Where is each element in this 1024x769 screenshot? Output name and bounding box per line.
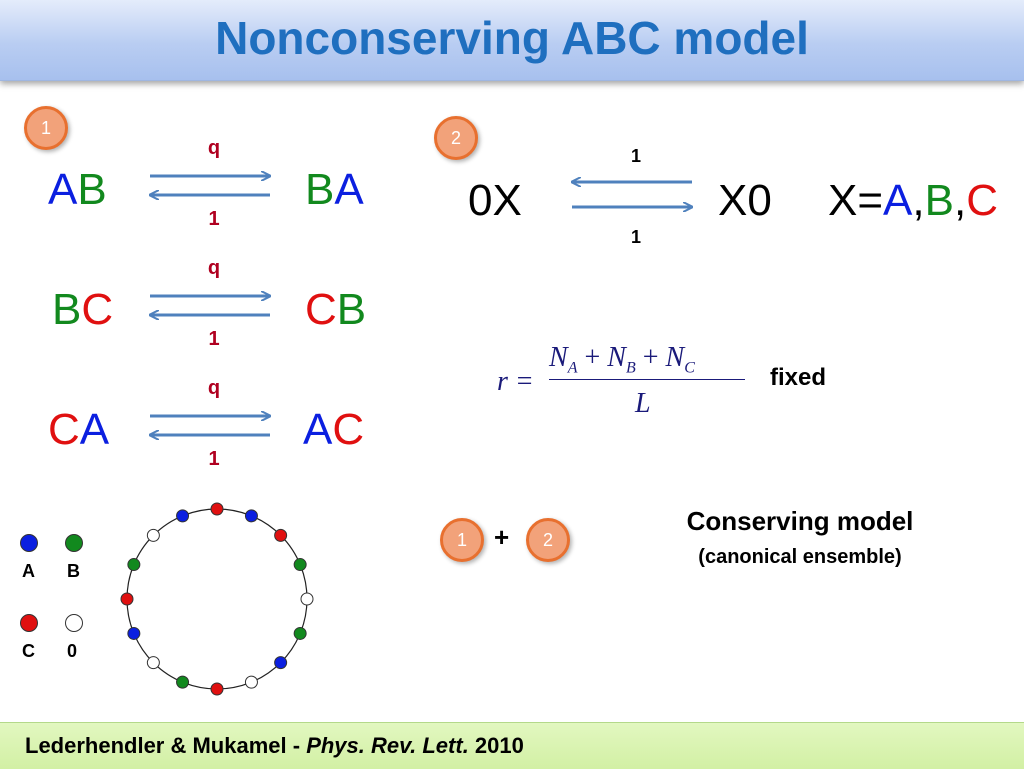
formula-denominator: L <box>635 388 651 419</box>
ring-site-empty <box>244 675 258 689</box>
x-def-b: B <box>924 176 954 225</box>
reaction-1-forward-rate: q <box>207 137 221 159</box>
reaction-1-right-letter-2: A <box>334 165 364 214</box>
ring-site-a <box>244 509 258 523</box>
reaction-1-left-letter-2: B <box>77 165 107 214</box>
process-2-top-rate: 1 <box>630 146 641 166</box>
title-bar <box>0 0 1024 81</box>
legend-dot-b <box>65 534 83 552</box>
process-2-left-state: 0X <box>468 176 522 225</box>
reaction-3-right-letter-1: A <box>303 405 333 454</box>
reaction-2-right-letter-1: C <box>305 285 337 334</box>
x-def-c: C <box>966 176 999 225</box>
ring-site-a <box>274 656 288 670</box>
process-1-badge: 1 <box>24 106 68 150</box>
process-2-badge: 2 <box>434 116 478 160</box>
legend-label-a: A <box>22 561 35 581</box>
fraction-bar <box>549 379 745 380</box>
reaction-3-left: CA <box>48 405 109 455</box>
x-definition: X=A,B,C <box>828 176 998 226</box>
formula-n-a: NA <box>549 342 578 377</box>
ring-site-a <box>127 626 141 640</box>
x-def-sep-2: , <box>954 176 967 225</box>
reaction-2-right: CB <box>305 285 366 335</box>
citation-authors: Lederhendler & Mukamel - <box>25 733 307 758</box>
legend-label-b: B <box>67 561 80 581</box>
reaction-2-left-letter-2: C <box>81 285 114 334</box>
citation: Lederhendler & Mukamel - Phys. Rev. Lett… <box>25 733 524 759</box>
ring-site-b <box>127 558 141 572</box>
reaction-2-left-letter-1: B <box>52 285 82 334</box>
x-def-sep-1: , <box>912 176 925 225</box>
x-def-a: A <box>883 176 913 225</box>
reaction-2-right-letter-2: B <box>336 285 367 334</box>
reaction-1-right-letter-1: B <box>305 165 335 214</box>
reaction-3-right-letter-2: C <box>332 405 365 454</box>
legend-dot-empty <box>65 614 83 632</box>
formula-plus-1: + <box>584 342 601 373</box>
legend-label-empty: 0 <box>67 641 78 661</box>
reaction-3-left-letter-2: A <box>79 405 110 454</box>
citation-year: 2010 <box>468 733 524 758</box>
ring-site-b <box>176 675 190 689</box>
reaction-1-right: BA <box>305 165 364 215</box>
reaction-1-left: AB <box>48 165 107 215</box>
reaction-2-left: BC <box>52 285 113 335</box>
ring-lattice <box>120 502 314 696</box>
x-def-prefix: X= <box>828 176 884 225</box>
slide-title: Nonconserving ABC model <box>215 12 809 64</box>
reaction-3-forward-rate: q <box>207 377 221 399</box>
legend-dot-a <box>20 534 38 552</box>
ring-site-b <box>293 626 307 640</box>
citation-journal: Phys. Rev. Lett. <box>306 733 469 758</box>
formula-lhs: r = <box>497 366 534 397</box>
ring-site-c <box>274 528 288 542</box>
ring-site-empty <box>300 592 314 606</box>
formula-numerator: NA + NB + NC <box>549 342 745 378</box>
reaction-3-left-letter-1: C <box>48 405 80 454</box>
conserving-title: Conserving model <box>686 506 914 536</box>
reaction-1-backward-rate: 1 <box>208 208 220 230</box>
process-2-right-state: X0 <box>718 176 772 225</box>
reaction-1-left-letter-1: A <box>48 165 78 214</box>
legend-dot-c <box>20 614 38 632</box>
ring-site-c <box>210 502 224 516</box>
formula-n-b: NB <box>607 342 636 377</box>
formula-n-c: NC <box>665 342 695 377</box>
reaction-2-forward-rate: q <box>207 257 221 279</box>
fixed-label: fixed <box>770 364 827 391</box>
reaction-2-backward-rate: 1 <box>208 328 220 350</box>
combo-badge-2: 2 <box>526 518 570 562</box>
combo-plus: + <box>494 522 510 552</box>
reaction-3-backward-rate: 1 <box>208 448 220 470</box>
ring-site-empty <box>146 656 160 670</box>
formula-plus-2: + <box>642 342 659 373</box>
ring-site-c <box>210 682 224 696</box>
ring-site-a <box>176 509 190 523</box>
combo-badge-1: 1 <box>440 518 484 562</box>
footer-bar <box>0 722 1024 769</box>
ring-site-b <box>293 558 307 572</box>
process-2-bottom-rate: 1 <box>630 227 641 247</box>
ring-site-c <box>120 592 134 606</box>
ring-site-empty <box>146 528 160 542</box>
conserving-subtitle: (canonical ensemble) <box>698 546 902 568</box>
legend-label-c: C <box>22 641 35 661</box>
reaction-3-right: AC <box>303 405 364 455</box>
